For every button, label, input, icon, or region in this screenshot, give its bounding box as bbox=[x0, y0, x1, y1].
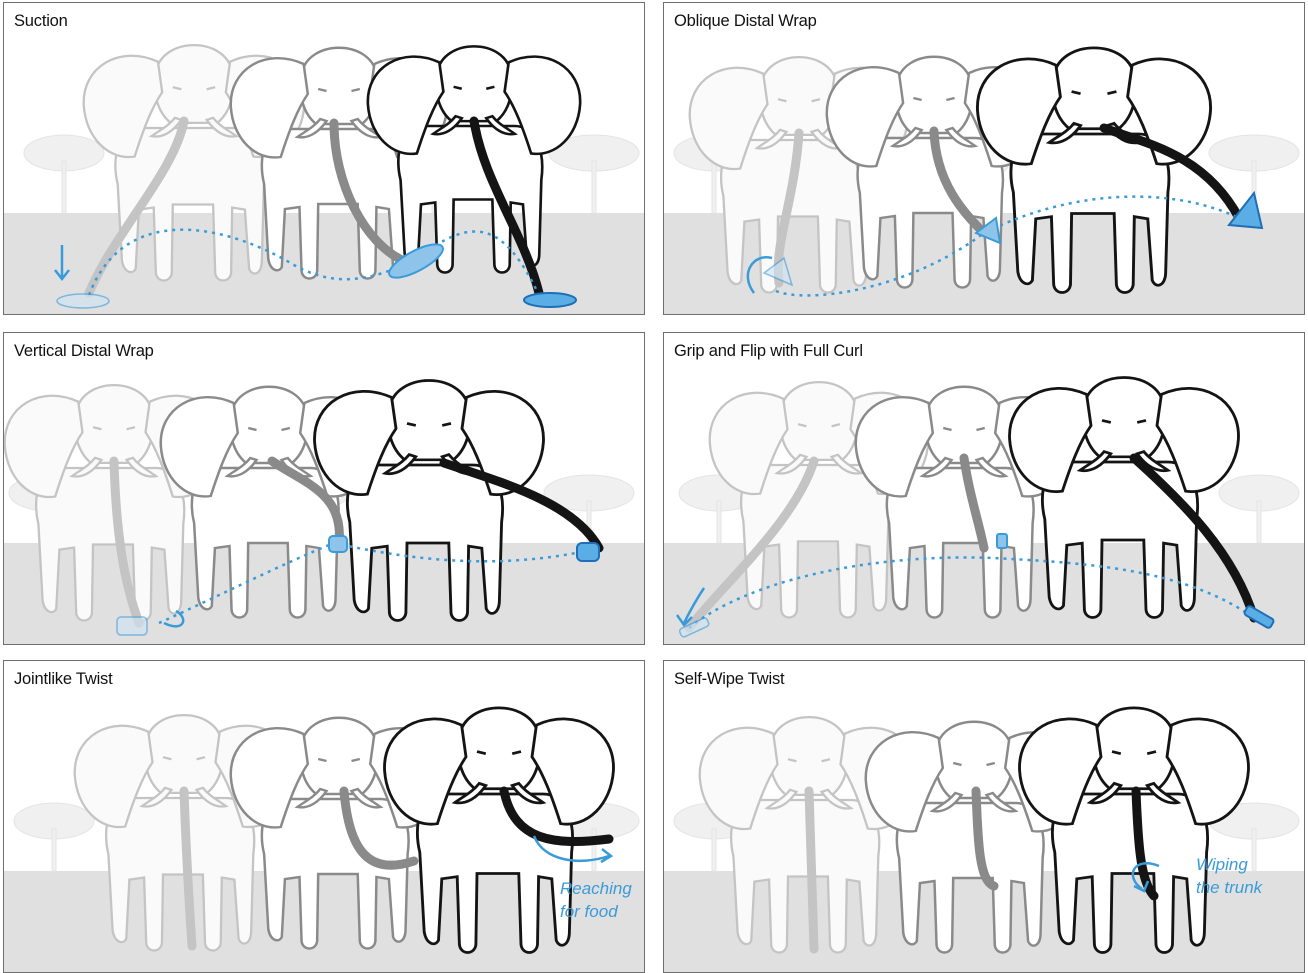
panel-self-wipe-twist: Self-Wipe Twist Wiping the trunk bbox=[663, 660, 1305, 973]
jointlike-twist-illustration bbox=[4, 661, 645, 973]
annotation-wiping-the-trunk: Wiping the trunk bbox=[1196, 853, 1262, 899]
grip-and-flip-illustration bbox=[664, 333, 1305, 645]
panel-title: Suction bbox=[14, 12, 68, 31]
panel-title: Oblique Distal Wrap bbox=[674, 12, 817, 31]
annotation-line-1: Wiping bbox=[1196, 853, 1262, 876]
annotation-line-1: Reaching bbox=[560, 877, 632, 900]
panel-title: Grip and Flip with Full Curl bbox=[674, 342, 863, 361]
annotation-line-2: for food bbox=[560, 900, 632, 923]
annotation-line-2: the trunk bbox=[1196, 876, 1262, 899]
annotation-reaching-for-food: Reaching for food bbox=[560, 877, 632, 923]
panel-jointlike-twist: Jointlike Twist Reaching for food bbox=[3, 660, 645, 973]
disk-ghost bbox=[57, 294, 109, 308]
panel-title: Self-Wipe Twist bbox=[674, 670, 784, 689]
panel-oblique-distal-wrap: Oblique Distal Wrap bbox=[663, 2, 1305, 315]
panel-vertical-distal-wrap: Vertical Distal Wrap bbox=[3, 332, 645, 645]
panel-title: Jointlike Twist bbox=[14, 670, 112, 689]
panel-grip-and-flip: Grip and Flip with Full Curl bbox=[663, 332, 1305, 645]
disk-main bbox=[524, 293, 576, 307]
tube-mid bbox=[997, 534, 1007, 548]
oblique-distal-wrap-illustration bbox=[664, 3, 1305, 315]
trunk-ghost bbox=[809, 791, 814, 949]
panel-suction: Suction bbox=[3, 2, 645, 315]
panel-title: Vertical Distal Wrap bbox=[14, 342, 154, 361]
ground bbox=[4, 871, 645, 973]
self-wipe-twist-illustration bbox=[664, 661, 1305, 973]
cup-ghost bbox=[117, 617, 147, 635]
suction-illustration bbox=[4, 3, 645, 315]
vertical-distal-wrap-illustration bbox=[4, 333, 645, 645]
cup-mid bbox=[329, 536, 347, 552]
cup-main bbox=[577, 543, 599, 561]
